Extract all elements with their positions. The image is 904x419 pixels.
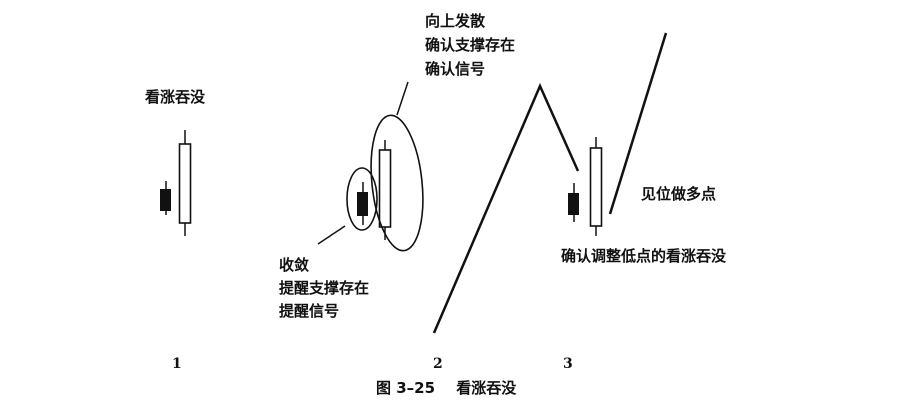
group-1-candles [160,130,192,236]
group-2-candles [317,81,424,252]
group-2-big-white-candle [378,149,392,228]
diverge-label-line-1: 向上发散 [425,12,486,30]
converge-label-line-2: 提醒支撑存在 [279,279,370,297]
stage-number-1: 1 [172,356,182,372]
group-1-big-white-candle [178,143,192,224]
group-3-candles [568,137,603,236]
group-1-small-black-candle [160,189,171,211]
figure-number: 图 3–25 [376,379,436,397]
diverge-label-line-2: 确认支撑存在 [425,36,516,54]
continuation-rise-line [608,32,668,215]
converge-ellipse [346,167,378,231]
price-path [432,32,668,334]
group-3-small-black-candle [568,193,579,215]
stage-number-2: 2 [433,356,443,372]
converge-label-line-3: 提醒信号 [279,302,340,320]
action-label: 见位做多点 [641,185,717,203]
group-2-small-black-candle [357,192,368,216]
figure-title: 看涨吞没 [456,379,517,397]
diverge-pointer [396,81,409,116]
converge-pointer [317,225,346,245]
diverge-label-line-3: 确认信号 [425,60,486,78]
stage-number-3: 3 [563,356,573,372]
pattern-label-left: 看涨吞没 [145,88,206,106]
diverge-ellipse [370,114,424,252]
figure-caption: 图 3–25 看涨吞没 [376,381,516,396]
converge-label-line-1: 收敛 [279,256,310,274]
rise-fall-line [432,82,580,334]
group-3-big-white-candle [589,147,603,227]
confirm-low-label: 确认调整低点的看涨吞没 [561,247,727,265]
